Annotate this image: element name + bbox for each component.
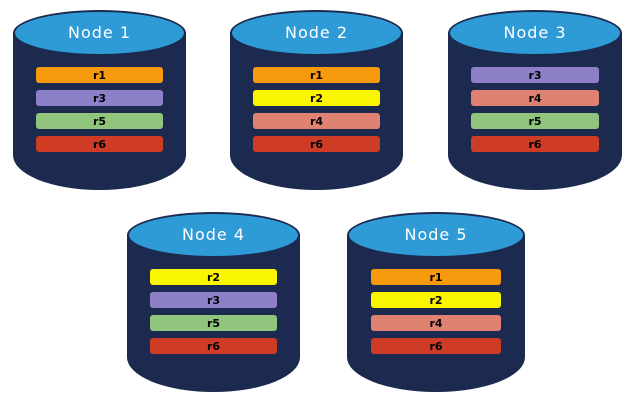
replica-stack: r1 r3 r5 r6 <box>13 67 186 152</box>
replica-bar-r4[interactable]: r4 <box>371 315 501 331</box>
replica-stack: r1 r2 r4 r6 <box>230 67 403 152</box>
node-cylinder-body <box>230 32 403 190</box>
node-label: Node 1 <box>67 22 132 42</box>
node-cylinder-body <box>127 234 300 392</box>
replica-bar-r5[interactable]: r5 <box>471 113 599 129</box>
database-node-3[interactable]: Node 3 r3 r4 r5 r6 <box>448 10 622 190</box>
replica-label: r2 <box>429 293 443 307</box>
replica-label: r4 <box>309 114 324 128</box>
replica-stack: r3 r4 r5 r6 <box>448 67 622 152</box>
replica-bar-r2[interactable]: r2 <box>150 269 277 285</box>
node-cylinder-body <box>448 32 622 190</box>
replica-label: r1 <box>309 68 324 82</box>
node-cylinder-top: Node 5 <box>347 212 525 258</box>
node-label: Node 2 <box>284 22 349 42</box>
replica-label: r6 <box>528 137 542 151</box>
node-label: Node 3 <box>503 22 567 42</box>
replica-label: r5 <box>92 114 107 128</box>
replica-bar-r3[interactable]: r3 <box>150 292 277 308</box>
node-label: Node 4 <box>181 224 246 244</box>
replica-label: r4 <box>429 316 443 330</box>
replica-bar-r4[interactable]: r4 <box>471 90 599 106</box>
node-cylinder-body <box>347 234 525 392</box>
node-cylinder-top: Node 1 <box>13 10 186 56</box>
replica-label: r2 <box>309 91 324 105</box>
replica-bar-r1[interactable]: r1 <box>371 269 501 285</box>
database-node-5[interactable]: Node 5 r1 r2 r4 r6 <box>347 212 525 392</box>
database-node-2[interactable]: Node 2 r1 r2 r4 r6 <box>230 10 403 190</box>
replica-label: r6 <box>429 339 443 353</box>
database-node-4[interactable]: Node 4 r2 r3 r5 r6 <box>127 212 300 392</box>
replica-label: r2 <box>206 270 221 284</box>
replica-bar-r2[interactable]: r2 <box>371 292 501 308</box>
replica-label: r1 <box>429 270 443 284</box>
replica-bar-r3[interactable]: r3 <box>36 90 163 106</box>
replica-label: r3 <box>92 91 107 105</box>
replica-label: r6 <box>206 339 221 353</box>
replica-label: r5 <box>206 316 221 330</box>
node-cylinder-top: Node 2 <box>230 10 403 56</box>
replica-label: r1 <box>92 68 107 82</box>
replica-label: r3 <box>206 293 221 307</box>
node-cylinder-top: Node 3 <box>448 10 622 56</box>
node-cylinder-top: Node 4 <box>127 212 300 258</box>
replica-label: r4 <box>528 91 542 105</box>
replica-label: r3 <box>528 68 542 82</box>
replica-stack: r1 r2 r4 r6 <box>347 269 525 354</box>
replica-bar-r6[interactable]: r6 <box>150 338 277 354</box>
replica-stack: r2 r3 r5 r6 <box>127 269 300 354</box>
replica-label: r6 <box>309 137 324 151</box>
replica-label: r5 <box>528 114 542 128</box>
replica-bar-r2[interactable]: r2 <box>253 90 380 106</box>
database-node-1[interactable]: Node 1 r1 r3 r5 r6 <box>13 10 186 190</box>
replica-bar-r5[interactable]: r5 <box>150 315 277 331</box>
replica-bar-r6[interactable]: r6 <box>36 136 163 152</box>
replica-label: r6 <box>92 137 107 151</box>
node-label: Node 5 <box>404 224 468 244</box>
replica-bar-r6[interactable]: r6 <box>253 136 380 152</box>
replica-bar-r4[interactable]: r4 <box>253 113 380 129</box>
replica-bar-r1[interactable]: r1 <box>36 67 163 83</box>
replica-bar-r6[interactable]: r6 <box>471 136 599 152</box>
replica-bar-r5[interactable]: r5 <box>36 113 163 129</box>
replica-bar-r3[interactable]: r3 <box>471 67 599 83</box>
replica-bar-r1[interactable]: r1 <box>253 67 380 83</box>
replica-bar-r6[interactable]: r6 <box>371 338 501 354</box>
